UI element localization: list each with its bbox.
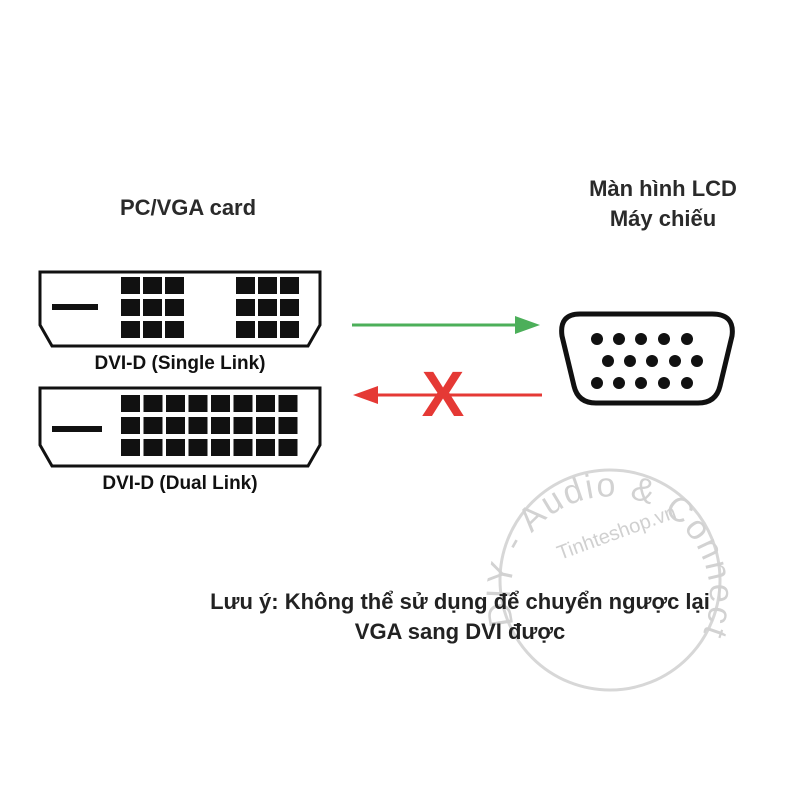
vga-pin xyxy=(613,377,625,389)
dvi-dual-pin xyxy=(233,395,253,412)
dvi-dual-pin xyxy=(121,439,140,456)
dvi-single-pin xyxy=(143,299,162,316)
dvi-single-pin xyxy=(236,277,255,294)
vga-pin xyxy=(658,333,670,345)
note-line2: VGA sang DVI được xyxy=(354,619,566,644)
source-label: PC/VGA card xyxy=(119,195,257,220)
vga-pin xyxy=(591,377,603,389)
dvi-single-left-pins xyxy=(121,277,184,338)
dvi-dual-pin xyxy=(188,439,208,456)
vga-pin xyxy=(591,333,603,345)
dvi-single-caption: DVI-D (Single Link) xyxy=(94,353,266,374)
target-label-line1: Màn hình LCD xyxy=(589,176,737,201)
dvi-dual-pin xyxy=(166,395,185,412)
vga-pin xyxy=(681,333,693,345)
dvi-dual-pin xyxy=(143,417,163,434)
vga-pin xyxy=(624,355,636,367)
vga-pin xyxy=(613,333,625,345)
vga-pin xyxy=(602,355,614,367)
note-line1: Lưu ý: Không thể sử dụng để chuyển ngược… xyxy=(210,589,710,614)
vga-pin xyxy=(691,355,703,367)
target-label-line2: Máy chiếu xyxy=(609,206,717,231)
dvi-dual-pin xyxy=(278,417,298,434)
dvi-dual-pin xyxy=(278,395,298,412)
dvi-dual-pin xyxy=(166,439,185,456)
dvi-dual-pin xyxy=(121,417,140,434)
arrow-right-icon xyxy=(515,316,540,334)
arrow-left-icon xyxy=(353,386,378,404)
dvi-single-pin xyxy=(121,321,140,338)
vga-pins xyxy=(591,333,703,389)
vga-pin xyxy=(635,333,647,345)
dvi-single-pin xyxy=(121,299,140,316)
vga-pin xyxy=(681,377,693,389)
dvi-single-pin xyxy=(258,299,277,316)
dvi-dual-pin xyxy=(188,417,208,434)
dvi-dual-pin xyxy=(166,417,185,434)
dvi-single-pin xyxy=(236,299,255,316)
dvi-dual-pin xyxy=(188,395,208,412)
dvi-dual-pin xyxy=(211,395,230,412)
vga-pin xyxy=(635,377,647,389)
dvi-single-pin xyxy=(121,277,140,294)
dvi-single-pin xyxy=(280,321,299,338)
dvi-single-pin xyxy=(258,277,277,294)
dvi-single-pin xyxy=(165,299,184,316)
dvi-single-pin xyxy=(258,321,277,338)
dvi-single-pin xyxy=(143,277,162,294)
dvi-single-pin xyxy=(165,321,184,338)
dvi-single-flat-pin xyxy=(52,304,98,310)
dvi-dual-pin xyxy=(211,439,230,456)
dvi-dual-pin xyxy=(233,439,253,456)
dvi-dual-pin xyxy=(233,417,253,434)
vga-pin xyxy=(669,355,681,367)
dvi-single-pin xyxy=(143,321,162,338)
dvi-dual-pin xyxy=(121,395,140,412)
dvi-dual-caption: DVI-D (Dual Link) xyxy=(102,473,258,494)
dvi-single-pin xyxy=(280,299,299,316)
vga-pin xyxy=(658,377,670,389)
dvi-dual-pin xyxy=(211,417,230,434)
dvi-dual-pin xyxy=(143,439,163,456)
dvi-single-pin xyxy=(236,321,255,338)
watermark-circle xyxy=(498,468,722,692)
dvi-dual-pin xyxy=(256,417,275,434)
vga-pin xyxy=(646,355,658,367)
dvi-single-right-pins xyxy=(236,277,299,338)
dvi-dual-pin xyxy=(143,395,163,412)
dvi-dual-pin xyxy=(278,439,298,456)
dvi-single-pin xyxy=(165,277,184,294)
dvi-single-pin xyxy=(280,277,299,294)
cross-icon: X xyxy=(422,358,465,430)
dvi-dual-pin xyxy=(256,439,275,456)
dvi-dual-pin xyxy=(256,395,275,412)
dvi-dual-flat-pin xyxy=(52,426,102,432)
dvi-dual-pins xyxy=(121,395,298,456)
